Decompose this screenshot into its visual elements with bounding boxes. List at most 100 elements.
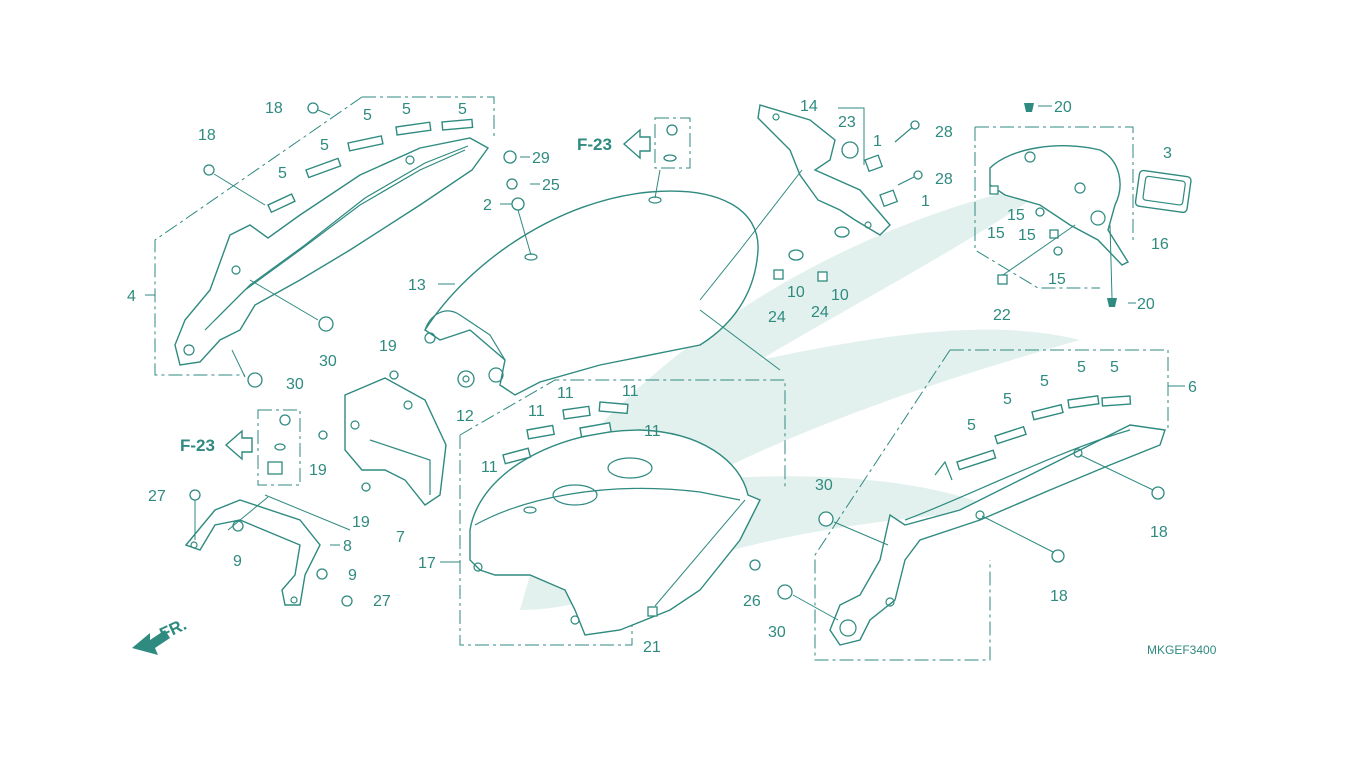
- label-p5h[interactable]: 5: [1040, 373, 1049, 390]
- label-p5b[interactable]: 5: [320, 137, 329, 154]
- label-p12[interactable]: 12: [456, 408, 474, 425]
- label-p18b[interactable]: 18: [198, 127, 216, 144]
- label-p5j[interactable]: 5: [1110, 359, 1119, 376]
- bolt-30b[interactable]: [231, 349, 263, 388]
- left-side-rail[interactable]: [174, 137, 490, 366]
- label-p5f[interactable]: 5: [967, 417, 976, 434]
- label-p5g[interactable]: 5: [1003, 391, 1012, 408]
- clip-15b[interactable]: [1035, 207, 1045, 217]
- label-p5i[interactable]: 5: [1077, 359, 1086, 376]
- nut-9a[interactable]: [232, 520, 244, 532]
- label-p22[interactable]: 22: [993, 307, 1011, 324]
- bolt-28b[interactable]: [897, 170, 923, 186]
- label-p11a[interactable]: 11: [528, 403, 545, 420]
- label-p5c[interactable]: 5: [363, 107, 372, 124]
- bolt-30a[interactable]: [249, 279, 334, 332]
- label-p4[interactable]: 4: [127, 288, 136, 305]
- washer-2[interactable]: [511, 197, 532, 256]
- collar-10a[interactable]: [788, 249, 804, 261]
- collar-10b[interactable]: [834, 226, 850, 238]
- label-p5d[interactable]: 5: [402, 101, 411, 118]
- bolt-30d[interactable]: [777, 584, 839, 621]
- bolt-18b[interactable]: [203, 164, 266, 206]
- label-p24a[interactable]: 24: [768, 309, 786, 326]
- label-p20b[interactable]: 20: [1137, 296, 1155, 313]
- nut-24a[interactable]: [773, 269, 784, 280]
- screw-19b[interactable]: [318, 430, 328, 440]
- label-p26[interactable]: 26: [743, 593, 761, 610]
- screw-20b[interactable]: [1107, 224, 1117, 307]
- screw-19c[interactable]: [361, 482, 371, 492]
- nut-21[interactable]: [647, 499, 746, 617]
- sub-fender[interactable]: [469, 429, 761, 636]
- f23-ref-left[interactable]: [224, 409, 301, 486]
- label-p28b[interactable]: 28: [935, 171, 953, 188]
- label-p21[interactable]: 21: [643, 639, 661, 656]
- label-p30a[interactable]: 30: [319, 353, 337, 370]
- bolt-27b[interactable]: [341, 595, 353, 607]
- nut-24b[interactable]: [817, 271, 828, 282]
- label-p15b[interactable]: 15: [1007, 207, 1025, 224]
- bolt-29[interactable]: [503, 150, 517, 164]
- label-p15c[interactable]: 15: [1018, 227, 1036, 244]
- label-p19c[interactable]: 19: [352, 514, 370, 531]
- bolt-27a[interactable]: [189, 489, 201, 540]
- label-p18d[interactable]: 18: [1050, 588, 1068, 605]
- clip-15c[interactable]: [1049, 229, 1059, 239]
- label-p15d[interactable]: 15: [1048, 271, 1066, 288]
- washer-25[interactable]: [506, 178, 518, 190]
- label-p27b[interactable]: 27: [373, 593, 391, 610]
- f23-ref-top[interactable]: [622, 117, 691, 199]
- label-p14[interactable]: 14: [800, 98, 818, 115]
- nut-22[interactable]: [997, 274, 1008, 285]
- clip-15a[interactable]: [989, 185, 999, 195]
- grommet-1b[interactable]: [879, 189, 899, 208]
- right-side-rail[interactable]: [829, 424, 1166, 646]
- bolt-28a[interactable]: [894, 120, 920, 143]
- clip-15d[interactable]: [1053, 246, 1063, 256]
- grommet-1a[interactable]: [864, 154, 884, 173]
- label-p23[interactable]: 23: [838, 114, 856, 131]
- lens-3[interactable]: [1134, 169, 1192, 214]
- label-p25[interactable]: 25: [542, 177, 560, 194]
- nut-9b[interactable]: [316, 568, 328, 580]
- label-p19b[interactable]: 19: [309, 462, 327, 479]
- label-p13[interactable]: 13: [408, 277, 426, 294]
- screw-19a[interactable]: [389, 370, 399, 380]
- bolt-26[interactable]: [749, 559, 761, 571]
- label-p5e[interactable]: 5: [458, 101, 467, 118]
- label-p9b[interactable]: 9: [348, 567, 357, 584]
- label-p30b[interactable]: 30: [286, 376, 304, 393]
- label-p18c[interactable]: 18: [1150, 524, 1168, 541]
- label-p19a[interactable]: 19: [379, 338, 397, 355]
- label-p30d[interactable]: 30: [768, 624, 786, 641]
- label-p27a[interactable]: 27: [148, 488, 166, 505]
- bolt-18c[interactable]: [1079, 454, 1165, 500]
- label-p5a[interactable]: 5: [278, 165, 287, 182]
- label-p10a[interactable]: 10: [787, 284, 805, 301]
- f23-label-left[interactable]: F-23: [180, 436, 215, 455]
- label-p28a[interactable]: 28: [935, 124, 953, 141]
- label-p6[interactable]: 6: [1188, 379, 1197, 396]
- label-p18a[interactable]: 18: [265, 100, 283, 117]
- label-p7[interactable]: 7: [396, 529, 405, 546]
- inner-fender[interactable]: [344, 377, 447, 506]
- label-p1b[interactable]: 1: [921, 193, 930, 210]
- bolt-18d[interactable]: [981, 515, 1065, 563]
- label-p20a[interactable]: 20: [1054, 99, 1072, 116]
- bolt-18a[interactable]: [307, 102, 331, 116]
- bolt-30c[interactable]: [818, 511, 889, 546]
- license-light[interactable]: [989, 145, 1130, 266]
- label-p3[interactable]: 3: [1163, 145, 1172, 162]
- rear-fender[interactable]: [424, 190, 759, 396]
- label-p30c[interactable]: 30: [815, 477, 833, 494]
- label-p15a[interactable]: 15: [987, 225, 1005, 242]
- label-p9a[interactable]: 9: [233, 553, 242, 570]
- label-p11b[interactable]: 11: [557, 385, 574, 402]
- label-p29[interactable]: 29: [532, 150, 550, 167]
- f23-label-top[interactable]: F-23: [577, 135, 612, 154]
- label-p11e[interactable]: 11: [481, 459, 498, 476]
- grommet-12[interactable]: [457, 370, 475, 388]
- label-p8[interactable]: 8: [343, 538, 352, 555]
- label-p2[interactable]: 2: [483, 197, 492, 214]
